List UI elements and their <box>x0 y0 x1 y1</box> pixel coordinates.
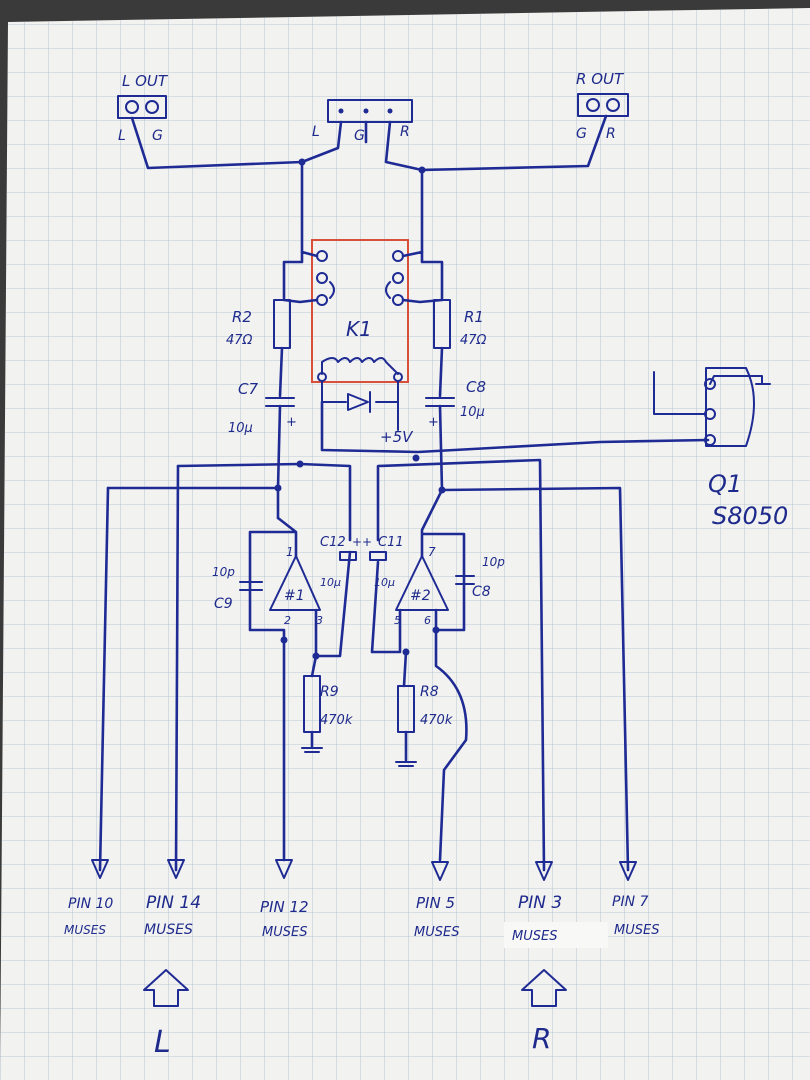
svg-text:MUSES: MUSES <box>512 929 557 944</box>
capacitor-c11: C11 10µ <box>369 535 404 589</box>
relay-supply: +5V <box>380 428 414 446</box>
capacitor-c8: 10p C8 <box>455 555 505 600</box>
c11-name: C11 <box>378 535 404 550</box>
right-channel-label: R <box>532 1022 551 1055</box>
capacitor-c9: 10p C9 <box>212 565 263 612</box>
svg-text:PIN 10: PIN 10 <box>68 896 113 912</box>
r8-value: 470k <box>420 713 453 728</box>
opamp1-pin-b: 3 <box>316 614 323 627</box>
pin-label-14: PIN 14 MUSES <box>144 893 201 938</box>
svg-text:MUSES: MUSES <box>614 923 659 938</box>
relay-k1: K1 <box>311 239 409 383</box>
c11-value: 10µ <box>374 576 395 589</box>
opamp2-pin-top: 7 <box>428 545 436 559</box>
center-pin-l: L <box>312 124 320 140</box>
right-channel-arrow: R <box>521 969 567 1055</box>
pin-label-5: PIN 5 MUSES <box>414 894 459 940</box>
c7-value: 10µ <box>228 421 253 436</box>
opamp1-pin-a: 2 <box>284 614 291 627</box>
r8-name: R8 <box>420 684 439 700</box>
c8-value: 10p <box>482 555 505 569</box>
opamp1-name: #1 <box>284 588 305 604</box>
opamp2-name: #2 <box>410 588 431 604</box>
pin-label-3: PIN 3 MUSES <box>504 893 608 948</box>
svg-text:MUSES: MUSES <box>64 923 106 937</box>
lout-connector: L OUT L G <box>117 72 169 144</box>
lout-pin-g: G <box>152 128 163 144</box>
resistor-r2: R2 47Ω <box>226 299 291 349</box>
r1-name: R1 <box>464 308 484 326</box>
center-pin-g: G <box>354 128 365 144</box>
pin-label-10: PIN 10 MUSES <box>64 896 113 937</box>
rout-connector: R OUT G R <box>576 70 629 142</box>
svg-text:PIN 7: PIN 7 <box>612 894 648 910</box>
c7-name: C7 <box>238 380 258 398</box>
capacitor-c12: C12 ++ 10µ <box>320 535 372 589</box>
c12-name: C12 <box>320 535 346 550</box>
resistor-r1: R1 47Ω <box>433 299 487 349</box>
opamp2-pin-a: 5 <box>394 614 401 627</box>
rout-pin-g: G <box>576 126 587 142</box>
opamp1-pin-top: 1 <box>286 545 294 559</box>
relay-name: K1 <box>346 317 372 341</box>
c9-value: 10p <box>212 565 235 579</box>
pin-label-7: PIN 7 MUSES <box>612 894 659 938</box>
svg-text:PIN 5: PIN 5 <box>416 894 455 912</box>
rout-pin-r: R <box>606 126 616 142</box>
resistor-r9: R9 470k <box>301 654 353 753</box>
svg-text:+: + <box>428 415 439 430</box>
lout-title: L OUT <box>122 72 169 90</box>
r9-name: R9 <box>320 684 339 700</box>
svg-text:MUSES: MUSES <box>262 925 307 940</box>
c8-name: C8 <box>472 584 491 600</box>
svg-text:MUSES: MUSES <box>144 922 193 938</box>
opamp2-pin-b: 6 <box>424 614 431 627</box>
svg-text:++: ++ <box>352 535 372 549</box>
left-channel-arrow: L <box>143 969 189 1060</box>
r1-value: 47Ω <box>460 333 487 348</box>
r2-value: 47Ω <box>226 333 253 348</box>
c9-name: C9 <box>214 596 233 612</box>
svg-text:PIN 14: PIN 14 <box>146 893 201 913</box>
lout-pin-l: L <box>118 128 126 144</box>
resistor-r8: R8 470k <box>395 650 453 767</box>
svg-text:+: + <box>286 415 297 430</box>
c8top-value: 10µ <box>460 405 485 420</box>
opamp-2: #2 7 5 6 <box>394 545 449 627</box>
r9-value: 470k <box>320 713 353 728</box>
svg-text:PIN 12: PIN 12 <box>260 898 309 916</box>
center-connector: L G R <box>312 99 413 144</box>
q1-name: Q1 <box>708 470 742 498</box>
r2-name: R2 <box>232 308 252 326</box>
c12-value: 10µ <box>320 576 341 589</box>
opamp-1: #1 1 2 3 <box>269 545 323 627</box>
capacitor-c8-top: + C8 10µ <box>425 378 486 430</box>
capacitor-c7: + C7 10µ <box>228 380 297 436</box>
left-output-wire <box>130 116 304 254</box>
pin-label-12: PIN 12 MUSES <box>260 898 309 940</box>
center-pin-r: R <box>400 124 410 140</box>
svg-text:MUSES: MUSES <box>414 925 459 940</box>
c8top-name: C8 <box>466 378 486 396</box>
transistor-q1: Q1 S8050 <box>653 367 788 530</box>
rout-title: R OUT <box>576 70 625 88</box>
svg-text:PIN 3: PIN 3 <box>518 893 562 913</box>
q1-part: S8050 <box>712 502 788 530</box>
left-channel-label: L <box>154 1025 171 1060</box>
